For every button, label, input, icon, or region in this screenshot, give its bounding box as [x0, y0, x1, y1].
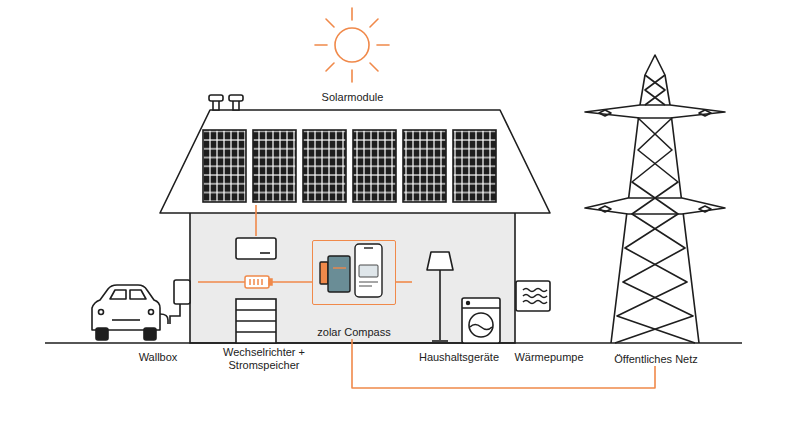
node-label: zolar Compass [315, 326, 392, 339]
node-label: Solarmodule [320, 91, 386, 104]
house [160, 95, 550, 343]
energy-line [352, 339, 655, 388]
inverter-storage-icon [236, 238, 276, 343]
node-label: Haushaltsgeräte [417, 351, 501, 364]
compass-device [320, 244, 382, 297]
node-label: Öffentliches Netz [612, 353, 700, 366]
power-pylon [585, 55, 725, 343]
node-label: Wechselrichter + Stromspeicher [214, 346, 314, 372]
solar-panel [353, 130, 396, 202]
sun [315, 8, 389, 82]
household-icons [427, 252, 500, 343]
solar-panel [253, 130, 296, 202]
public-grid: Öffentliches Netz [598, 50, 714, 366]
inverter-storage: Wechselrichter + Stromspeicher [211, 236, 317, 372]
solar-panel [203, 130, 246, 202]
solar-panel [453, 130, 496, 202]
wallbox: Wallbox [118, 278, 198, 364]
compass-box: zolar Compass [312, 240, 395, 339]
compass-frame [312, 240, 395, 305]
solar-modules: Solarmodule [290, 91, 415, 205]
wallbox-icon [170, 280, 190, 324]
node-label: Wallbox [137, 351, 180, 364]
energy-line [396, 281, 412, 283]
battery-symbol [245, 276, 272, 288]
car [92, 285, 168, 340]
ground-line [45, 342, 742, 344]
solar-panel [403, 130, 446, 202]
heat-pump-icon [516, 281, 550, 311]
heat-pump: Wärmepumpe [507, 280, 591, 364]
household-appliances: Haushaltsgeräte [412, 248, 506, 364]
solar-panels [203, 130, 496, 202]
node-label: Wärmepumpe [512, 351, 585, 364]
solar-panel [303, 130, 346, 202]
energy-line [255, 205, 257, 236]
